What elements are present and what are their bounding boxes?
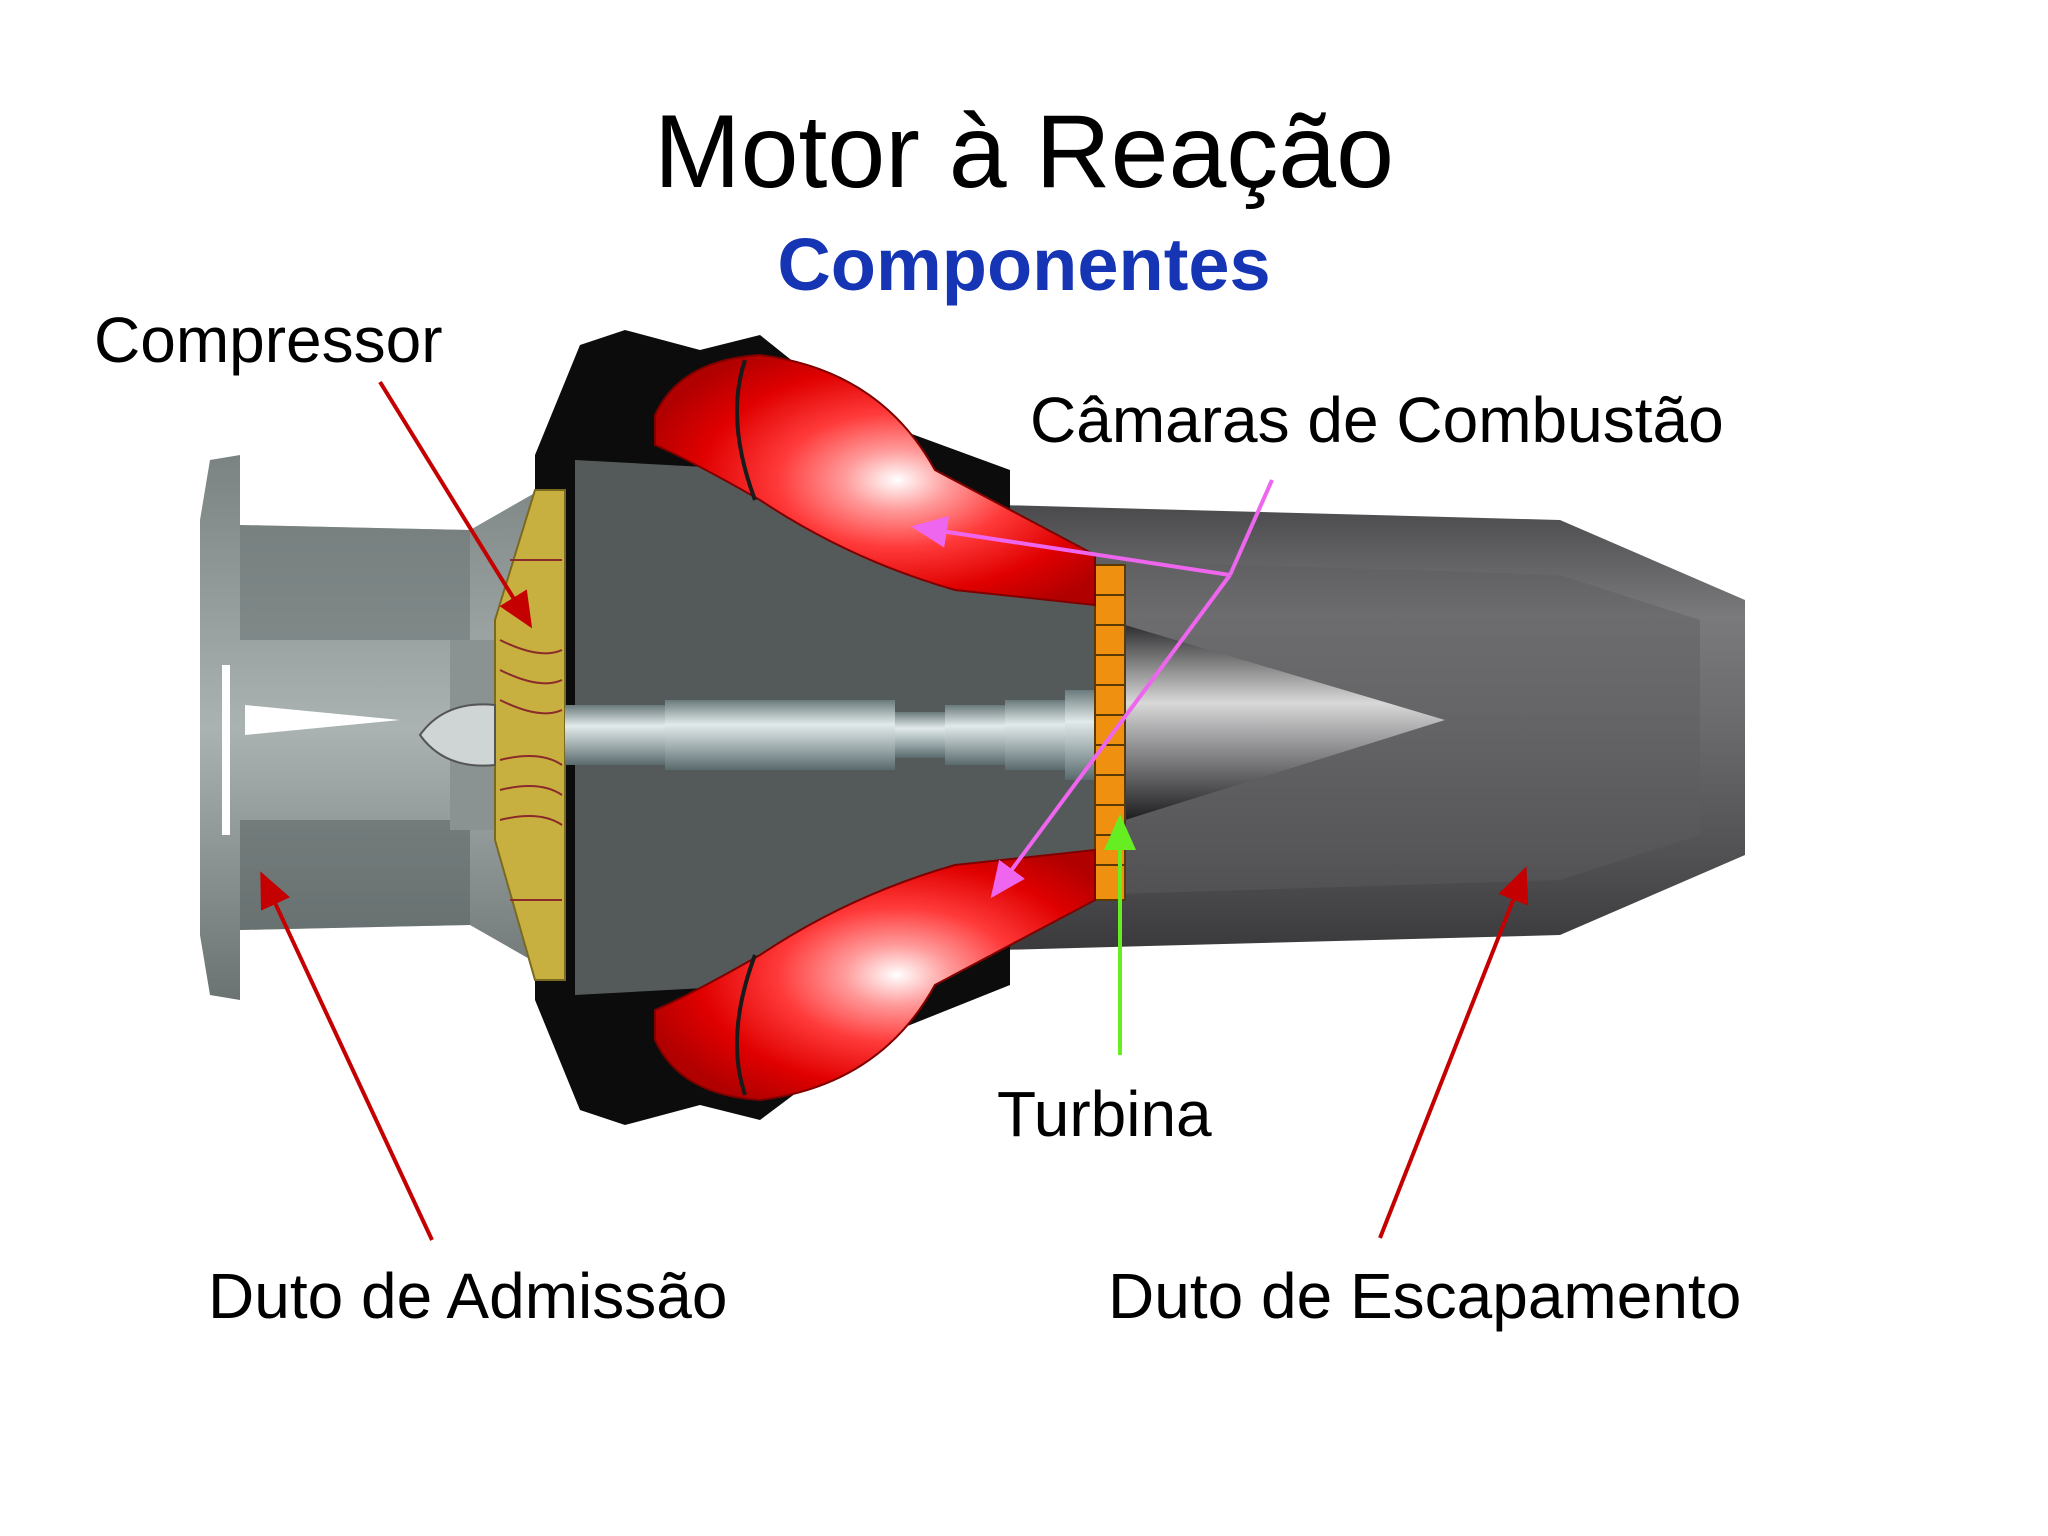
page-subtitle: Componentes (777, 223, 1271, 306)
nose-spinner (418, 703, 496, 767)
page-title: Motor à Reação (654, 94, 1394, 210)
label-intake: Duto de Admissão (208, 1260, 728, 1332)
intake-arrow (260, 871, 434, 1241)
label-turbine: Turbina (997, 1078, 1212, 1150)
combustion-arrow-stem (1228, 479, 1274, 576)
compressor-arrow (378, 380, 533, 629)
label-compressor: Compressor (94, 304, 443, 376)
label-exhaust: Duto de Escapamento (1108, 1260, 1742, 1332)
shaft (565, 705, 665, 765)
combustion-arrow-top (911, 516, 1231, 577)
exhaust-cone (1125, 625, 1445, 820)
label-combustion: Câmaras de Combustão (1030, 384, 1724, 456)
combustion-arrow-bottom (990, 573, 1232, 899)
combustion-chamber-bottom (654, 848, 1096, 1102)
exhaust-arrow (1378, 866, 1529, 1239)
